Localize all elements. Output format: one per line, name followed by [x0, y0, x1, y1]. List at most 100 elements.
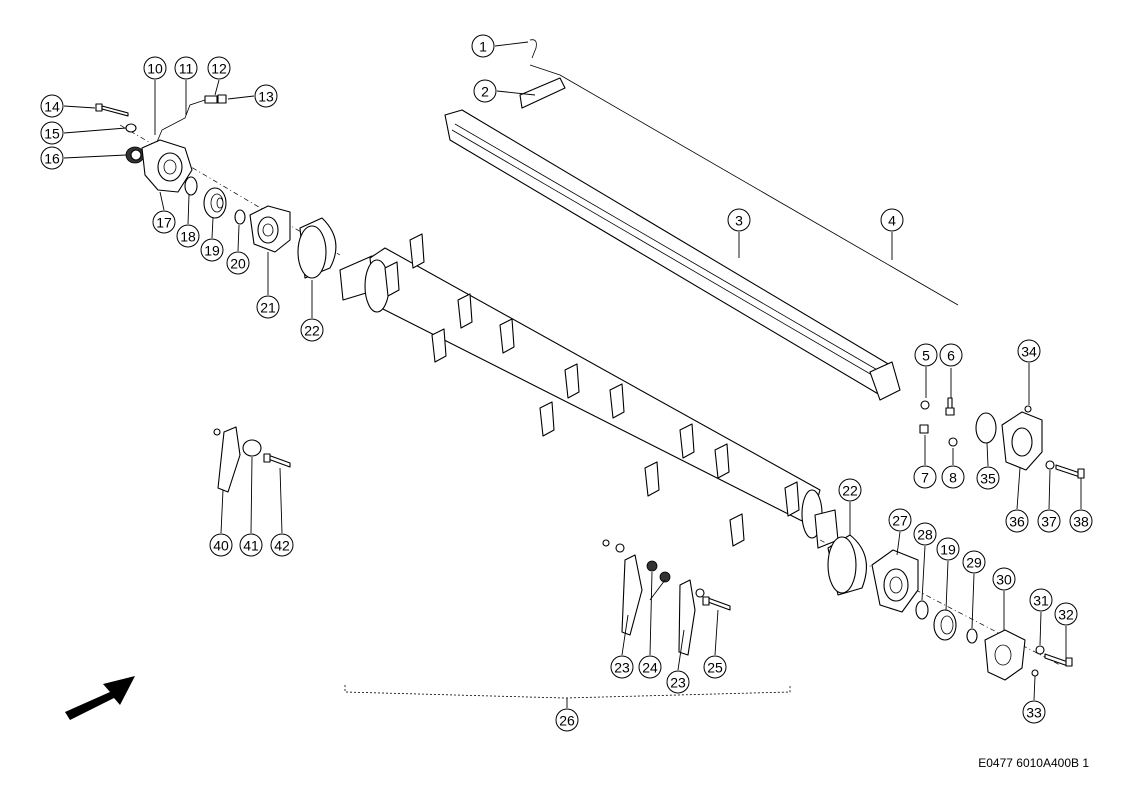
callout-34: 34 [1017, 339, 1041, 363]
circlip-29 [966, 628, 978, 644]
callout-15: 15 [40, 121, 64, 145]
svg-text:6: 6 [947, 348, 955, 364]
direction-arrow-icon [65, 676, 135, 720]
callout-40: 40 [209, 533, 233, 557]
ring-28 [915, 600, 929, 620]
ring-18 [184, 176, 198, 196]
flange-36 [1001, 411, 1043, 471]
callout-19: 19 [936, 537, 960, 561]
svg-text:5: 5 [922, 348, 930, 364]
rod-4 [559, 74, 959, 306]
callout-3: 3 [727, 208, 751, 232]
bolt-38 [1055, 464, 1085, 479]
callout-37: 37 [1037, 509, 1061, 533]
drawing-reference-code: E0477 6010A400B 1 [978, 756, 1089, 770]
callout-2: 2 [473, 79, 497, 103]
svg-text:14: 14 [44, 99, 60, 115]
svg-text:2: 2 [481, 84, 489, 100]
callout-22: 22 [300, 318, 324, 342]
washer-31 [1035, 645, 1045, 655]
callout-26: 26 [555, 708, 579, 732]
svg-text:41: 41 [243, 538, 259, 554]
svg-text:17: 17 [156, 215, 172, 231]
callout-13: 13 [254, 84, 278, 108]
callout-8: 8 [941, 465, 965, 489]
svg-text:19: 19 [940, 542, 956, 558]
nut-7 [919, 424, 929, 434]
callout-12: 12 [207, 56, 231, 80]
svg-text:21: 21 [260, 300, 276, 316]
right-assembly-axis [819, 539, 1061, 666]
callout-10: 10 [143, 56, 167, 80]
callout-42: 42 [270, 533, 294, 557]
counter-knife-bar-3 [444, 109, 901, 401]
svg-text:28: 28 [917, 527, 933, 543]
svg-text:37: 37 [1041, 514, 1057, 530]
svg-text:31: 31 [1033, 593, 1049, 609]
bearing-cover-30 [984, 629, 1026, 681]
plate-2 [519, 77, 566, 109]
svg-text:29: 29 [966, 555, 982, 571]
callout-4: 4 [880, 208, 904, 232]
svg-text:11: 11 [179, 61, 194, 77]
group-bracket-26 [344, 685, 791, 699]
callout-38: 38 [1069, 509, 1093, 533]
callout-19: 19 [200, 238, 224, 262]
svg-text:30: 30 [996, 572, 1012, 588]
callout-14: 14 [40, 94, 64, 118]
fitting-12 [204, 94, 227, 104]
svg-text:19: 19 [204, 243, 220, 259]
callout-27: 27 [888, 508, 912, 532]
flange-housing-17 [141, 139, 193, 193]
svg-text:20: 20 [230, 256, 246, 272]
bolt-6 [945, 397, 955, 416]
grease-line-11 [156, 99, 206, 143]
circlip-20 [234, 209, 246, 225]
callout-17: 17 [152, 210, 176, 234]
callout-23: 23 [610, 655, 634, 679]
callout-1: 1 [471, 34, 495, 58]
svg-text:8: 8 [949, 470, 957, 486]
o-ring-35 [975, 412, 997, 444]
washer-8 [948, 437, 958, 447]
washer-37 [1045, 460, 1055, 470]
callout-18: 18 [176, 224, 200, 248]
callout-7: 7 [913, 465, 937, 489]
rod-4-end [529, 64, 561, 76]
callout-22: 22 [838, 478, 862, 502]
rotor-shaft-26 [339, 233, 839, 549]
bolt-14 [95, 103, 129, 117]
svg-text:12: 12 [211, 61, 227, 77]
callout-20: 20 [226, 251, 250, 275]
svg-text:1: 1 [479, 39, 487, 55]
callout-32: 32 [1054, 602, 1078, 626]
svg-text:25: 25 [707, 660, 723, 676]
knife-group-left [213, 426, 291, 493]
callout-35: 35 [976, 466, 1000, 490]
callout-41: 41 [239, 533, 263, 557]
collar-22-left [297, 217, 337, 279]
svg-text:34: 34 [1021, 344, 1037, 360]
callout-5: 5 [914, 343, 938, 367]
callout-25: 25 [703, 655, 727, 679]
svg-text:23: 23 [670, 675, 686, 691]
collar-22-right [827, 534, 867, 596]
svg-text:7: 7 [921, 470, 929, 486]
svg-text:4: 4 [888, 213, 896, 229]
svg-text:27: 27 [892, 513, 908, 529]
flail-knives-group [602, 539, 731, 656]
svg-text:33: 33 [1026, 705, 1042, 721]
svg-text:18: 18 [180, 229, 196, 245]
svg-text:42: 42 [274, 538, 290, 554]
svg-text:26: 26 [559, 713, 575, 729]
callout-6: 6 [939, 343, 963, 367]
svg-text:3: 3 [735, 213, 743, 229]
callout-31: 31 [1029, 588, 1053, 612]
svg-text:16: 16 [44, 151, 60, 167]
svg-text:22: 22 [304, 323, 320, 339]
callout-33: 33 [1022, 700, 1046, 724]
seal-ring-16 [125, 146, 145, 164]
